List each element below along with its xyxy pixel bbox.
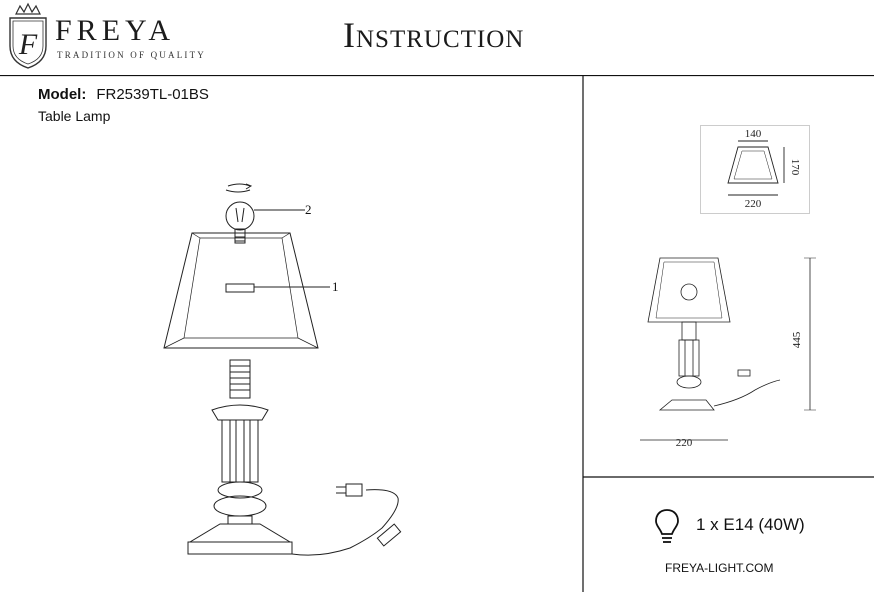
shade-top-width: 140 [745,128,762,140]
bulb-drawing [225,201,255,231]
assembly-drawing: 2 1 [163,183,402,556]
brand-tagline: TRADITION OF QUALITY [57,50,206,60]
model-number: FR2539TL-01BS [96,86,209,103]
shade-height: 170 [789,159,801,176]
emblem-letter: F [18,28,38,61]
document-title: Instruction [343,15,525,55]
lamp-base-width: 220 [676,437,693,449]
model-label: Model: [38,86,87,103]
product-type: Table Lamp [38,108,111,124]
bulb-spec: 1 x E14 (40W) [696,515,805,534]
shade-bottom-width: 220 [745,198,762,210]
callout-shade: 1 [332,279,339,294]
brand-logo: F FREYA TRADITION OF QUALITY [0,0,210,72]
overall-dimension-drawing: 445 220 [640,257,816,449]
brand-name: FREYA [55,14,176,47]
crest-emblem-icon: F [9,2,47,69]
lamp-height: 445 [791,331,803,348]
shade-dimension-drawing: 140 220 170 [700,125,810,214]
website-url[interactable]: FREYA-LIGHT.COM [665,561,774,575]
shade-drawing [163,232,319,349]
callout-bulb: 2 [305,202,312,217]
lightbulb-icon [655,509,679,543]
model-line: Model: FR2539TL-01BS [38,86,209,103]
layout-frame [0,75,874,592]
